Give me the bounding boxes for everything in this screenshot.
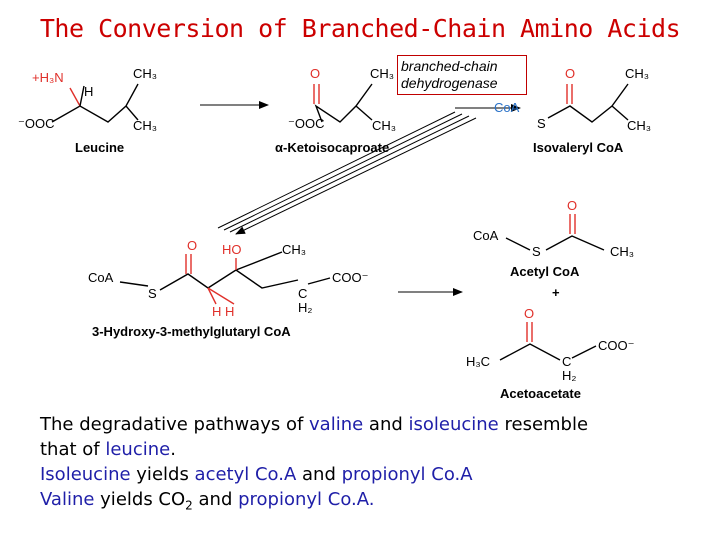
ketoisocaproate-label: α-Ketoisocaproate	[275, 140, 389, 155]
co2-subscript: 2	[185, 498, 193, 513]
enzyme-name-line2: dehydrogenase	[401, 75, 498, 91]
carboxylate-label: COO⁻	[332, 270, 368, 285]
methyl-label-bottom: CH₃	[627, 118, 651, 133]
methyl-label-top: CH₃	[133, 66, 157, 81]
methyl-label-bottom: CH₃	[133, 118, 157, 133]
methyl-label: CH₃	[282, 242, 306, 257]
methyl-label: CH₃	[610, 244, 634, 259]
caption-text-fragment: resemble	[498, 414, 589, 435]
pathway-diagram: +H₃N H CH₃ ⁻OOC CH₃ Leucine O CH₃ ⁻OOC C…	[18, 66, 651, 401]
caption-text-fragment: yields	[130, 464, 195, 485]
methylene-h2-label: H₂	[562, 368, 576, 383]
keto-oxygen-label: O	[310, 66, 320, 81]
carboxylate-label: COO⁻	[598, 338, 634, 353]
ketoisocaproate-structure: O CH₃ ⁻OOC CH₃ α-Ketoisocaproate	[275, 66, 396, 155]
methyl-label-top: CH₃	[370, 66, 394, 81]
coa-label: CoA	[88, 270, 114, 285]
alpha-h-label: H	[84, 84, 93, 99]
leucine-structure: +H₃N H CH₃ ⁻OOC CH₃ Leucine	[18, 66, 157, 155]
sulfur-label: S	[537, 116, 546, 131]
carboxylate-label: ⁻OOC	[18, 116, 54, 131]
caption-line-1: The degradative pathways of valine and i…	[40, 412, 700, 437]
hmg-coa-structure: O HO CH₃ CoA S COO⁻ C H₂ H H 3-Hydroxy-3…	[88, 238, 368, 339]
hmg-coa-label: 3-Hydroxy-3-methylglutaryl CoA	[92, 324, 291, 339]
caption-line-3: Isoleucine yields acetyl Co.A and propio…	[40, 462, 700, 487]
isoleucine-term: Isoleucine	[40, 464, 131, 485]
caption-text-fragment: and	[296, 464, 342, 485]
propionyl-coa-term: propionyl Co.A	[341, 464, 473, 485]
sulfur-label: S	[148, 286, 157, 301]
acetyl-coa-term: acetyl Co.A	[194, 464, 297, 485]
enzyme-name-line1: branched-chain	[401, 58, 498, 74]
thioester-oxygen-label: O	[565, 66, 575, 81]
carbonyl-oxygen-label: O	[187, 238, 197, 253]
plus-sign: +	[552, 285, 560, 300]
coa-label: CoA	[473, 228, 499, 243]
stereo-h-labels: H H	[212, 304, 234, 319]
isovaleryl-coa-structure: O CH₃ S CH₃ Isovaleryl CoA	[533, 66, 651, 155]
hydroxyl-label: HO	[222, 242, 242, 257]
amino-group-label: +H₃N	[32, 70, 64, 85]
multistep-arrows	[217, 111, 477, 235]
slide-title: The Conversion of Branched-Chain Amino A…	[39, 14, 681, 43]
leucine-term: leucine	[105, 439, 171, 460]
methylene-c-label: C	[562, 354, 571, 369]
methyl-label-top: CH₃	[625, 66, 649, 81]
methylene-c-label: C	[298, 286, 307, 301]
isoleucine-term: isoleucine	[408, 414, 499, 435]
sulfur-label: S	[532, 244, 541, 259]
enzyme-label-box: branched-chain dehydrogenase	[397, 55, 527, 95]
keto-oxygen-label: O	[524, 306, 534, 321]
carboxylate-label: ⁻OOC	[288, 116, 324, 131]
caption-line-2: that of leucine.	[40, 437, 700, 462]
methyl-label-bottom: CH₃	[372, 118, 396, 133]
caption-text-fragment: yields CO	[94, 489, 186, 510]
isovaleryl-coa-label: Isovaleryl CoA	[533, 140, 624, 155]
valine-term: Valine	[40, 489, 95, 510]
acetoacetate-label: Acetoacetate	[500, 386, 581, 401]
coa-cofactor-label: CoA	[494, 100, 520, 115]
leucine-label: Leucine	[75, 140, 124, 155]
methyl-label: H₃C	[466, 354, 490, 369]
carbonyl-oxygen-label: O	[567, 198, 577, 213]
caption-line-4: Valine yields CO2 and propionyl Co.A.	[40, 487, 700, 519]
acetyl-coa-label: Acetyl CoA	[510, 264, 580, 279]
acetyl-coa-structure: O CoA S CH₃ Acetyl CoA	[473, 198, 634, 279]
caption-text-fragment: that of	[40, 439, 106, 460]
methylene-h2-label: H₂	[298, 300, 312, 315]
caption-text-fragment: and	[363, 414, 409, 435]
caption-text: The degradative pathways of valine and i…	[40, 412, 700, 519]
caption-text-fragment: .	[170, 439, 176, 460]
valine-term: valine	[309, 414, 364, 435]
caption-text-fragment: The degradative pathways of	[40, 414, 310, 435]
caption-text-fragment: and	[192, 489, 239, 510]
propionyl-coa-term: propionyl Co.A.	[238, 489, 375, 510]
acetoacetate-structure: O COO⁻ H₃C C H₂ Acetoacetate	[466, 306, 634, 401]
